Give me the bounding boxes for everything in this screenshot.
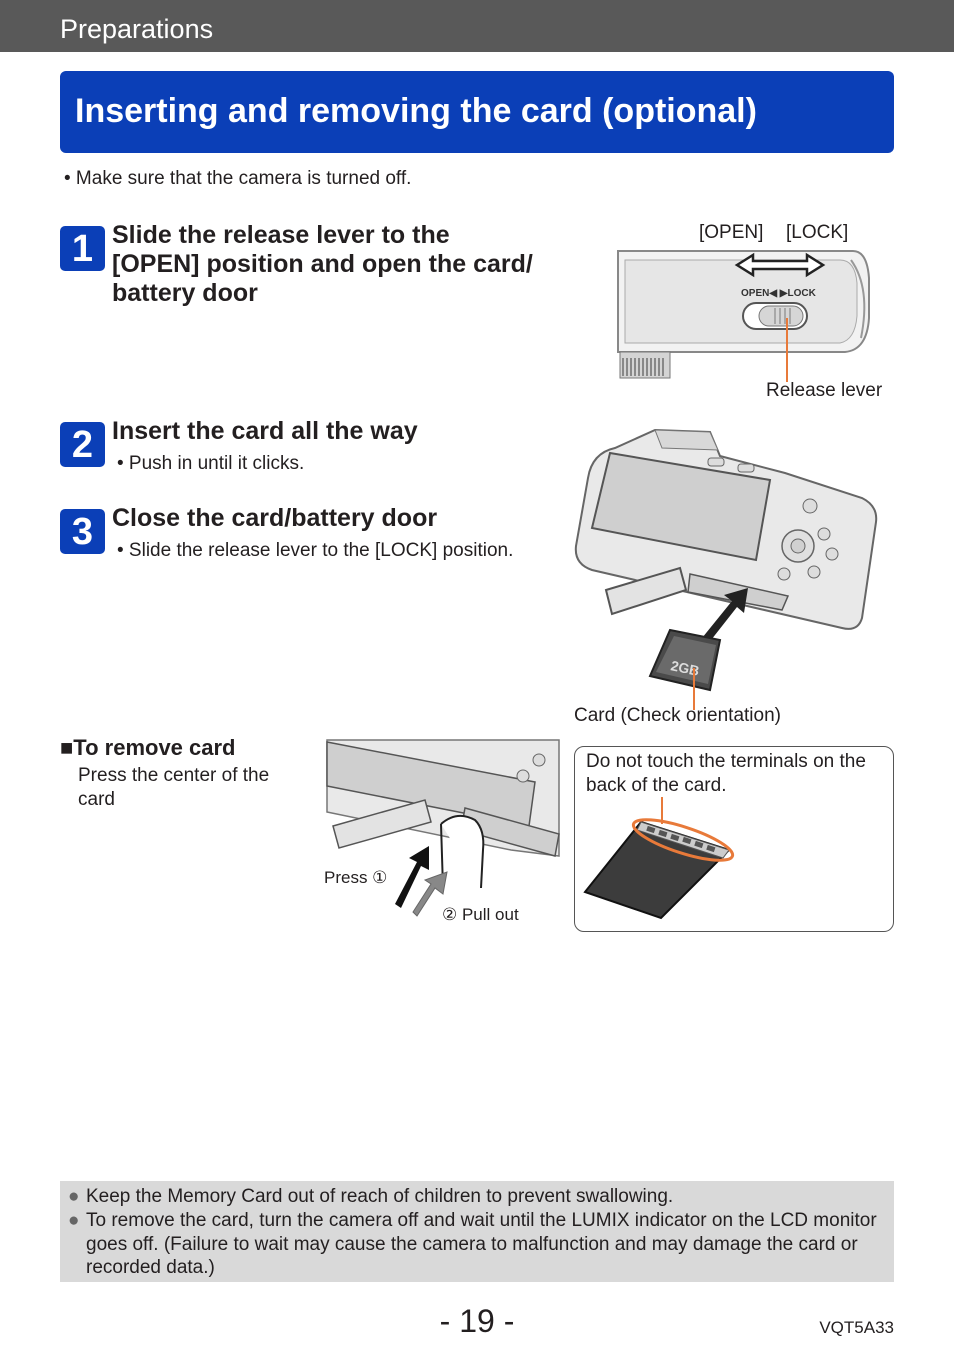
step-3-subnote: • Slide the release lever to the [LOCK] …	[117, 540, 514, 561]
terminal-warning-text: Do not touch the terminals on the back o…	[586, 751, 866, 796]
note-bullet: ●	[68, 1186, 80, 1207]
note-bullet: ●	[68, 1210, 80, 1231]
page-title-banner: Inserting and removing the card (optiona…	[60, 71, 894, 153]
note-item: ● To remove the card, turn the camera of…	[68, 1209, 888, 1280]
step-1-title-line: [OPEN] position and open the card/	[112, 250, 533, 278]
note-text: To remove the card, turn the camera off …	[86, 1210, 877, 1278]
section-title: Preparations	[60, 14, 214, 44]
release-lever-label: Release lever	[766, 380, 883, 401]
notes-box: ● Keep the Memory Card out of reach of c…	[60, 1181, 894, 1282]
card-orientation-label: Card (Check orientation)	[574, 705, 781, 726]
remove-card-instructions: Press the center of the card	[78, 765, 270, 810]
step-3-number: 3	[60, 509, 105, 554]
open-label: [OPEN]	[699, 222, 764, 243]
document-code: VQT5A33	[819, 1318, 894, 1337]
step-2-number: 2	[60, 422, 105, 467]
remove-card-heading: ■To remove card	[60, 735, 236, 760]
card-terminals-illustration	[583, 797, 735, 920]
step-1-number: 1	[60, 226, 105, 271]
step-3-title: Close the card/battery door	[112, 504, 438, 532]
release-lever-illustration: OPEN◀ ▶LOCK	[617, 250, 870, 382]
press-label: Press ①	[324, 868, 388, 887]
lever-switch-label: OPEN◀ ▶LOCK	[741, 288, 817, 299]
note-item: ● Keep the Memory Card out of reach of c…	[68, 1185, 888, 1209]
step-2-subnote: • Push in until it clicks.	[117, 453, 305, 474]
card-capacity-label: 2GB	[669, 657, 700, 679]
pull-out-label: ② Pull out	[442, 905, 519, 924]
terminal-warning-box: Do not touch the terminals on the back o…	[574, 746, 894, 932]
page-title: Inserting and removing the card (optiona…	[75, 92, 757, 130]
step-2-title: Insert the card all the way	[112, 417, 418, 445]
step-1-title-line: Slide the release lever to the	[112, 221, 450, 249]
card-removal-illustration	[326, 739, 560, 917]
section-header-bar: Preparations	[0, 0, 954, 52]
step-1-title-line: battery door	[112, 279, 258, 307]
lock-label: [LOCK]	[786, 222, 849, 243]
note-text: Keep the Memory Card out of reach of chi…	[86, 1186, 674, 1207]
camera-card-insert-illustration: 2GB	[574, 428, 878, 710]
step-1-title: Slide the release lever to the [OPEN] po…	[112, 221, 533, 308]
page-number: - 19 -	[439, 1303, 515, 1339]
intro-note: • Make sure that the camera is turned of…	[64, 168, 412, 189]
